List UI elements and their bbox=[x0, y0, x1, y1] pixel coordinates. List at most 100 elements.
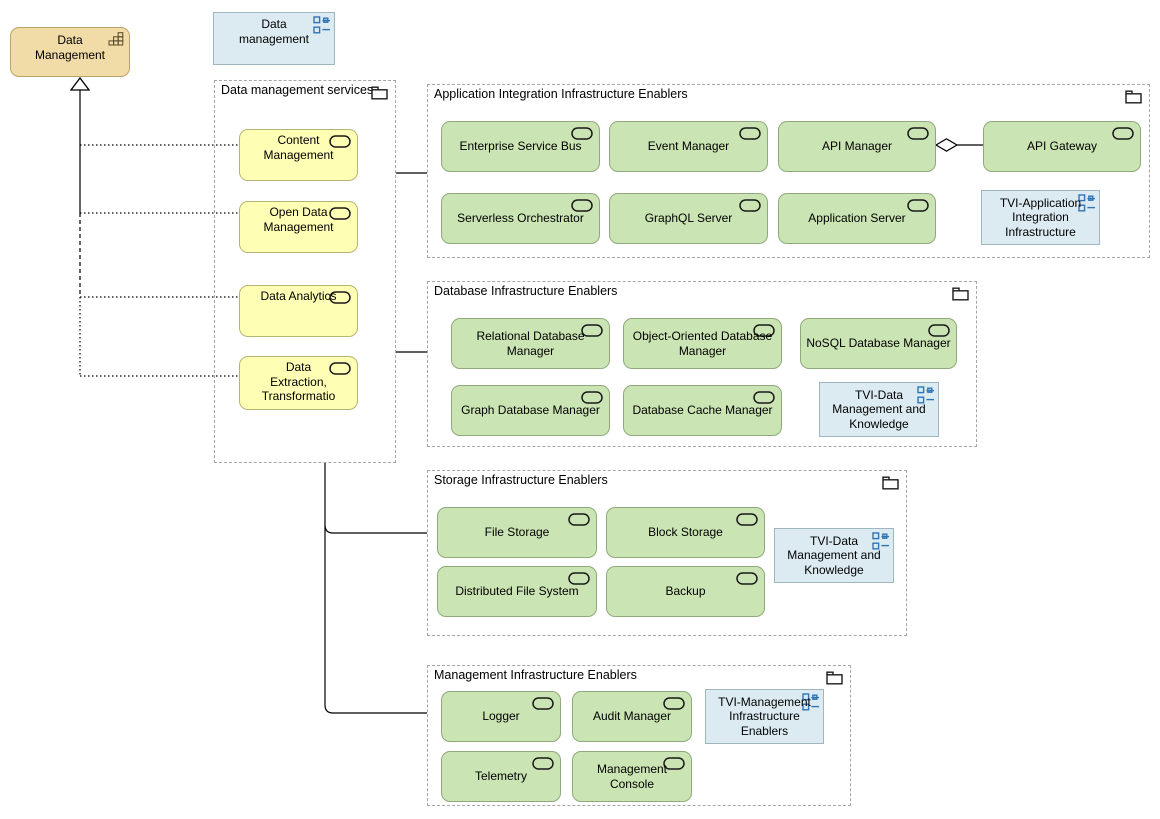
group-title: Data management services bbox=[221, 83, 374, 97]
service-icon bbox=[532, 757, 554, 770]
view-reference-data-management[interactable]: Data management bbox=[213, 12, 335, 65]
service-data-analytics[interactable]: Data Analytics bbox=[239, 285, 358, 337]
service-icon bbox=[1112, 127, 1134, 140]
service-label: Data Extraction, Transformatio bbox=[261, 360, 336, 403]
node-logger[interactable]: Logger bbox=[441, 691, 561, 742]
group-title: Management Infrastructure Enablers bbox=[434, 668, 637, 682]
node-label: Serverless Orchestrator bbox=[457, 211, 584, 226]
group-title: Database Infrastructure Enablers bbox=[434, 284, 618, 298]
service-data-extraction-transformation[interactable]: Data Extraction, Transformatio bbox=[239, 356, 358, 410]
service-open-data-management[interactable]: Open Data Management bbox=[239, 201, 358, 253]
service-icon bbox=[736, 572, 758, 585]
node-event-manager[interactable]: Event Manager bbox=[609, 121, 768, 172]
service-label: Content Management bbox=[263, 133, 334, 162]
node-block-storage[interactable]: Block Storage bbox=[606, 507, 765, 558]
view-reference-label: TVI-Application Integration Infrastructu… bbox=[999, 195, 1082, 239]
node-label: Logger bbox=[482, 709, 520, 724]
node-label: Distributed File System bbox=[455, 584, 579, 599]
service-content-management[interactable]: Content Management bbox=[239, 129, 358, 181]
group-title: Application Integration Infrastructure E… bbox=[434, 87, 688, 101]
service-icon bbox=[739, 127, 761, 140]
node-label: Management Console bbox=[596, 762, 668, 791]
view-reference-label: TVI-Data Management and Knowledge bbox=[787, 533, 881, 577]
node-label: GraphQL Server bbox=[644, 211, 733, 226]
view-reference-icon bbox=[313, 16, 331, 34]
node-label: Audit Manager bbox=[592, 709, 672, 724]
node-graphql-server[interactable]: GraphQL Server bbox=[609, 193, 768, 244]
view-reference-label: TVI-Data Management and Knowledge bbox=[832, 387, 926, 431]
node-backup[interactable]: Backup bbox=[606, 566, 765, 617]
service-icon bbox=[568, 572, 590, 585]
capability-data-management[interactable]: Data Management bbox=[10, 27, 130, 77]
group-title: Storage Infrastructure Enablers bbox=[434, 473, 608, 487]
service-label: Data Analytics bbox=[260, 289, 337, 303]
group-association-connectors[interactable] bbox=[324, 172, 427, 714]
node-label: File Storage bbox=[484, 525, 550, 540]
view-reference-label: Data management bbox=[238, 17, 310, 46]
service-icon bbox=[663, 697, 685, 710]
service-icon bbox=[571, 127, 593, 140]
folder-icon bbox=[952, 287, 969, 301]
view-reference-tvi-data-management-knowledge[interactable]: TVI-Data Management and Knowledge bbox=[819, 382, 939, 437]
folder-icon bbox=[826, 671, 843, 685]
service-icon bbox=[907, 127, 929, 140]
node-label: Telemetry bbox=[474, 769, 527, 784]
service-icon bbox=[581, 391, 603, 404]
node-api-manager[interactable]: API Manager bbox=[778, 121, 936, 172]
node-label: Enterprise Service Bus bbox=[459, 139, 582, 154]
node-label: Application Server bbox=[808, 211, 906, 226]
capability-icon bbox=[108, 32, 124, 46]
group-management-infrastructure[interactable]: Management Infrastructure Enablers bbox=[427, 665, 851, 806]
node-management-console[interactable]: Management Console bbox=[572, 751, 692, 802]
node-relational-database-manager[interactable]: Relational Database Manager bbox=[451, 318, 610, 369]
node-label: Backup bbox=[665, 584, 706, 599]
service-icon bbox=[736, 513, 758, 526]
node-serverless-orchestrator[interactable]: Serverless Orchestrator bbox=[441, 193, 600, 244]
folder-icon bbox=[882, 476, 899, 490]
aggregation-connector[interactable] bbox=[934, 138, 983, 152]
node-distributed-file-system[interactable]: Distributed File System bbox=[437, 566, 597, 617]
node-api-gateway[interactable]: API Gateway bbox=[983, 121, 1141, 172]
group-application-integration[interactable]: Application Integration Infrastructure E… bbox=[427, 84, 1150, 258]
service-icon bbox=[753, 391, 775, 404]
node-nosql-database-manager[interactable]: NoSQL Database Manager bbox=[800, 318, 957, 369]
group-data-management-services[interactable]: Data management services bbox=[214, 80, 396, 463]
node-label: Graph Database Manager bbox=[461, 403, 600, 418]
service-icon bbox=[571, 199, 593, 212]
group-database-infrastructure[interactable]: Database Infrastructure Enablers bbox=[427, 281, 977, 447]
view-reference-tvi-management-infrastructure[interactable]: TVI-Management Infrastructure Enablers bbox=[705, 689, 824, 744]
node-file-storage[interactable]: File Storage bbox=[437, 507, 597, 558]
node-application-server[interactable]: Application Server bbox=[778, 193, 936, 244]
view-reference-tvi-application-integration[interactable]: TVI-Application Integration Infrastructu… bbox=[981, 190, 1100, 245]
node-object-oriented-database-manager[interactable]: Object-Oriented Database Manager bbox=[623, 318, 782, 369]
node-label: Block Storage bbox=[648, 525, 723, 540]
service-icon bbox=[907, 199, 929, 212]
node-label: Database Cache Manager bbox=[632, 403, 773, 418]
node-label: Object-Oriented Database Manager bbox=[632, 329, 773, 358]
node-audit-manager[interactable]: Audit Manager bbox=[572, 691, 692, 742]
node-label: Event Manager bbox=[647, 139, 730, 154]
node-enterprise-service-bus[interactable]: Enterprise Service Bus bbox=[441, 121, 600, 172]
realization-connector[interactable] bbox=[69, 76, 239, 377]
hollow-diamond bbox=[934, 138, 959, 152]
view-reference-tvi-data-management-knowledge[interactable]: TVI-Data Management and Knowledge bbox=[774, 528, 894, 583]
hollow-triangle-arrowhead bbox=[69, 76, 91, 91]
folder-icon bbox=[371, 86, 388, 100]
node-database-cache-manager[interactable]: Database Cache Manager bbox=[623, 385, 782, 436]
node-graph-database-manager[interactable]: Graph Database Manager bbox=[451, 385, 610, 436]
node-label: API Gateway bbox=[1026, 139, 1098, 154]
node-telemetry[interactable]: Telemetry bbox=[441, 751, 561, 802]
node-label: Relational Database Manager bbox=[476, 329, 585, 358]
service-icon bbox=[532, 697, 554, 710]
view-reference-label: TVI-Management Infrastructure Enablers bbox=[718, 694, 811, 738]
service-icon bbox=[928, 324, 950, 337]
service-icon bbox=[568, 513, 590, 526]
service-icon bbox=[739, 199, 761, 212]
node-label: NoSQL Database Manager bbox=[806, 336, 951, 351]
folder-icon bbox=[1125, 90, 1142, 104]
group-storage-infrastructure[interactable]: Storage Infrastructure Enablers bbox=[427, 470, 907, 636]
service-label: Open Data Management bbox=[263, 205, 334, 234]
node-label: API Manager bbox=[821, 139, 893, 154]
